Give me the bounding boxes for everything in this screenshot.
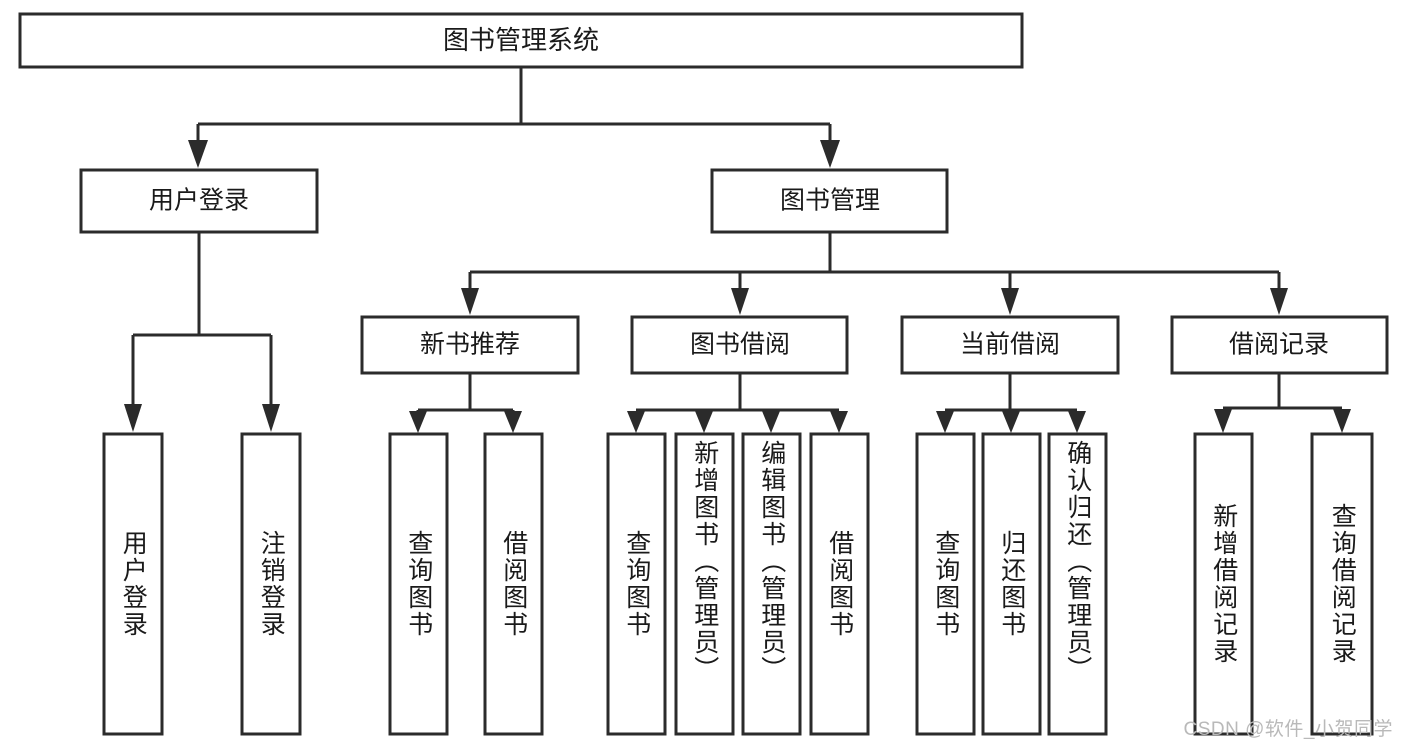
node-book-management[interactable]: 图书管理 xyxy=(710,168,949,234)
leaf-box-add-book-admin[interactable] xyxy=(674,432,735,736)
arrow-head-icon xyxy=(936,411,954,433)
arrow-head-icon xyxy=(461,288,479,315)
arrow-head-icon xyxy=(627,411,645,433)
arrow-head-icon xyxy=(262,404,280,432)
connector-group-new-book xyxy=(409,373,522,433)
node-book-borrow[interactable]: 图书借阅 xyxy=(630,315,849,375)
arrow-head-icon xyxy=(1270,288,1288,315)
connector-group-borrow-record xyxy=(1214,373,1351,433)
connector-group-root xyxy=(188,67,840,168)
node-user-login-box xyxy=(79,168,319,234)
node-current-borrow-label: 当前借阅 xyxy=(960,331,1060,359)
arrow-head-icon xyxy=(188,140,208,168)
leaf-box-add-borrow-record[interactable] xyxy=(1193,432,1254,736)
connector-group-book-mgmt xyxy=(461,232,1288,315)
connector-group-user-login xyxy=(124,232,280,432)
arrow-head-icon xyxy=(1068,411,1086,433)
node-current-borrow[interactable]: 当前借阅 xyxy=(900,315,1120,375)
leaf-box-borrow-book[interactable] xyxy=(809,432,870,736)
arrow-head-icon xyxy=(695,411,713,433)
node-root-label: 图书管理系统 xyxy=(443,25,599,55)
leaf-box-borrow-book-recommend[interactable] xyxy=(483,432,544,736)
leaf-box-query-book-borrow[interactable] xyxy=(606,432,667,736)
arrow-head-icon xyxy=(409,411,427,433)
leaf-box-query-book-current[interactable] xyxy=(915,432,976,736)
arrow-head-icon xyxy=(731,288,749,315)
node-new-book-recommend-label: 新书推荐 xyxy=(420,331,520,359)
arrow-head-icon xyxy=(504,411,522,433)
node-user-login-label: 用户登录 xyxy=(149,187,249,215)
node-book-management-label: 图书管理 xyxy=(780,187,880,215)
watermark-text: CSDN @软件_小贺同学 xyxy=(1183,719,1393,740)
arrow-head-icon xyxy=(830,411,848,433)
node-new-book-recommend[interactable]: 新书推荐 xyxy=(360,315,580,375)
node-borrow-record-label: 借阅记录 xyxy=(1229,331,1329,359)
leaf-box-confirm-return-admin[interactable] xyxy=(1047,432,1108,736)
arrow-head-icon xyxy=(1214,409,1232,433)
connector-group-borrow xyxy=(627,373,848,433)
arrow-head-icon xyxy=(820,140,840,168)
arrow-head-icon xyxy=(1333,409,1351,433)
node-root-box xyxy=(18,12,1024,69)
leaf-box-logout[interactable] xyxy=(240,432,302,736)
node-book-borrow-box xyxy=(630,315,849,375)
leaf-box-user-login[interactable] xyxy=(102,432,164,736)
node-book-borrow-label: 图书借阅 xyxy=(690,331,790,359)
connector-group-current-borrow xyxy=(936,373,1086,433)
leaf-boxes xyxy=(102,432,1374,736)
leaf-box-edit-book-admin[interactable] xyxy=(741,432,802,736)
node-book-management-box xyxy=(710,168,949,234)
node-borrow-record-box xyxy=(1170,315,1389,375)
node-user-login[interactable]: 用户登录 xyxy=(79,168,319,234)
node-current-borrow-box xyxy=(900,315,1120,375)
arrow-head-icon xyxy=(1002,411,1020,433)
leaf-box-query-book-recommend[interactable] xyxy=(388,432,449,736)
node-borrow-record[interactable]: 借阅记录 xyxy=(1170,315,1389,375)
arrow-head-icon xyxy=(762,411,780,433)
arrow-head-icon xyxy=(1001,288,1019,315)
leaf-box-query-borrow-record[interactable] xyxy=(1310,432,1374,736)
arrow-head-icon xyxy=(124,404,142,432)
leaf-box-return-book[interactable] xyxy=(981,432,1042,736)
node-new-book-recommend-box xyxy=(360,315,580,375)
node-root[interactable]: 图书管理系统 xyxy=(18,12,1024,69)
